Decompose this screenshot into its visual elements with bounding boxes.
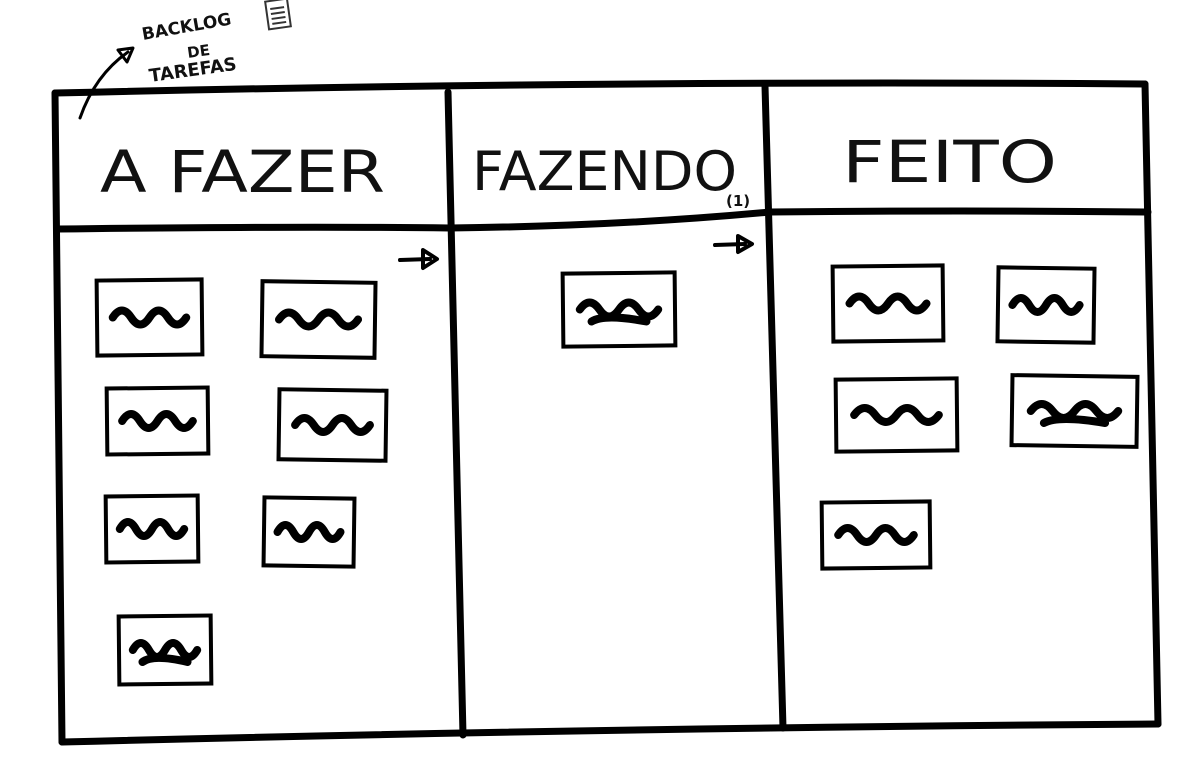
task-card[interactable]: [560, 270, 678, 349]
scribble-text: [291, 414, 374, 436]
backlog-annotation: BACKLOG DE TAREFAS: [78, 0, 292, 120]
column-divider-1: [444, 88, 467, 739]
pull-arrow-1: [398, 248, 439, 270]
task-card[interactable]: [261, 495, 357, 569]
annotation-line-3: TAREFAS: [148, 54, 238, 87]
document-icon: [264, 0, 292, 31]
task-card[interactable]: [103, 493, 201, 565]
pull-arrow-2: [713, 234, 754, 254]
column-header-a-fazer: A FAZER: [100, 138, 385, 206]
column-header-fazendo: FAZENDO: [472, 140, 737, 203]
task-card[interactable]: [995, 265, 1097, 345]
scribble-text: [1008, 294, 1084, 316]
scribble-text: [834, 524, 918, 546]
task-card[interactable]: [819, 499, 933, 571]
annotation-arrow: [78, 50, 130, 120]
task-card[interactable]: [1009, 373, 1140, 449]
annotation-line-1: BACKLOG: [140, 10, 233, 45]
scribble-text: [118, 410, 197, 432]
scribble-text: [850, 404, 943, 426]
task-card[interactable]: [116, 613, 214, 687]
column-divider-2: [761, 82, 787, 732]
board-frame: [51, 79, 1162, 746]
task-card[interactable]: [830, 263, 946, 344]
scribble-text: [108, 306, 191, 329]
scribble-text: [274, 308, 363, 331]
scribble-text: [1026, 400, 1123, 427]
scribble-text: [845, 292, 931, 315]
task-card[interactable]: [276, 387, 389, 463]
task-card[interactable]: [833, 376, 960, 454]
frame-right: [1141, 80, 1162, 728]
column-header-feito: FEITO: [842, 128, 1057, 196]
task-card[interactable]: [259, 279, 378, 360]
cards-layer: [94, 263, 1140, 687]
task-card[interactable]: [94, 277, 205, 358]
frame-left: [51, 89, 66, 746]
annotation-line-2: DE: [186, 41, 211, 62]
scribble-text: [128, 639, 202, 666]
wip-limit: (1): [726, 192, 750, 210]
arrowhead-icon: [116, 46, 135, 64]
scribble-text: [115, 518, 189, 540]
frame-top: [51, 79, 1149, 97]
scribble-text: [575, 298, 663, 326]
frame-bottom: [58, 720, 1162, 746]
task-card[interactable]: [104, 385, 211, 457]
scribble-text: [273, 521, 345, 543]
header-divider: [54, 207, 1152, 233]
